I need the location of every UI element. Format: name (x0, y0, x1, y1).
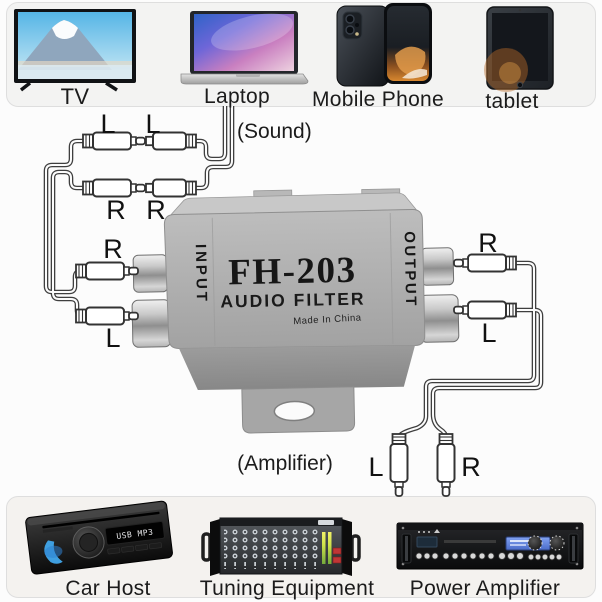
car-host-label: Car Host (65, 577, 151, 600)
label-amp-r: R (461, 452, 481, 482)
label-source-left-r: R (106, 195, 126, 225)
label-output-r: R (478, 228, 498, 258)
mixer-fader-row (224, 562, 318, 569)
car-host-illustration: USB MP3 (25, 500, 173, 575)
channel-labels: L L R R R L R L L R (100, 109, 497, 482)
mixer-knob-grid (224, 529, 318, 561)
sound-note: (Sound) (237, 120, 312, 143)
rca-plug-amp-right (436, 433, 456, 497)
bracket-hole (273, 400, 316, 422)
laptop-illustration (180, 11, 309, 85)
output-jack-bottom (419, 294, 460, 343)
box-input-text: INPUT (192, 244, 210, 304)
filter-box: FH-203 AUDIO FILTER Made In China INPUT … (131, 188, 460, 434)
box-origin-text: Made In China (293, 312, 362, 327)
amp-left-display (416, 536, 438, 548)
power-amplifier-label: Power Amplifier (409, 577, 561, 600)
mobile-phone-illustration (336, 3, 432, 87)
box-product-text: AUDIO FILTER (220, 289, 366, 312)
amplifier-note: (Amplifier) (237, 452, 333, 475)
cd-slot (42, 511, 160, 529)
mixer-handle-left (201, 532, 212, 562)
power-amplifier-illustration (396, 522, 584, 570)
output-jack-top (420, 247, 455, 286)
car-display (104, 520, 165, 546)
tablet-illustration (484, 6, 554, 92)
tablet-label: tablet (485, 90, 539, 113)
tuning-equipment-illustration (201, 517, 361, 576)
tv-illustration (14, 9, 136, 92)
mixer-handle-right (350, 534, 361, 562)
rca-coupler-source-right-bottom (145, 178, 197, 198)
laptop-label: Laptop (203, 85, 271, 108)
box-model-text: FH-203 (228, 250, 357, 294)
tv-feet (19, 81, 118, 92)
label-output-l: L (481, 318, 496, 348)
phone-camera-lens (345, 14, 355, 24)
amp-big-knob-1 (527, 535, 543, 551)
label-source-left-l: L (100, 109, 115, 139)
label-amp-l: L (368, 452, 383, 482)
amp-big-knob-2 (549, 535, 565, 551)
label-input-l: L (105, 323, 120, 353)
tv-label: TV (60, 84, 90, 109)
mobile-phone-label: Mobile Phone (311, 88, 445, 111)
rca-plug-amp-left (389, 433, 409, 497)
box-top-face (169, 192, 417, 217)
box-output-text: OUTPUT (401, 231, 420, 308)
tuning-equipment-label: Tuning Equipment (199, 577, 375, 600)
label-input-r: R (103, 234, 123, 264)
rca-plug-source-left-bottom (82, 178, 146, 198)
rca-plug-input-top (75, 261, 139, 281)
tablet-home-button (516, 81, 524, 89)
amp-lcd (505, 536, 551, 551)
rca-plug-output-bottom (453, 300, 517, 320)
label-source-right-r: R (146, 195, 166, 225)
input-jack-bottom (131, 299, 172, 348)
box-bottom-face (178, 345, 415, 391)
rca-plug-input-bottom (75, 306, 139, 326)
label-source-right-l: L (145, 109, 160, 139)
amp-knob-rows (415, 552, 563, 561)
led-meter (322, 532, 326, 564)
cable-runs (43, 106, 544, 438)
